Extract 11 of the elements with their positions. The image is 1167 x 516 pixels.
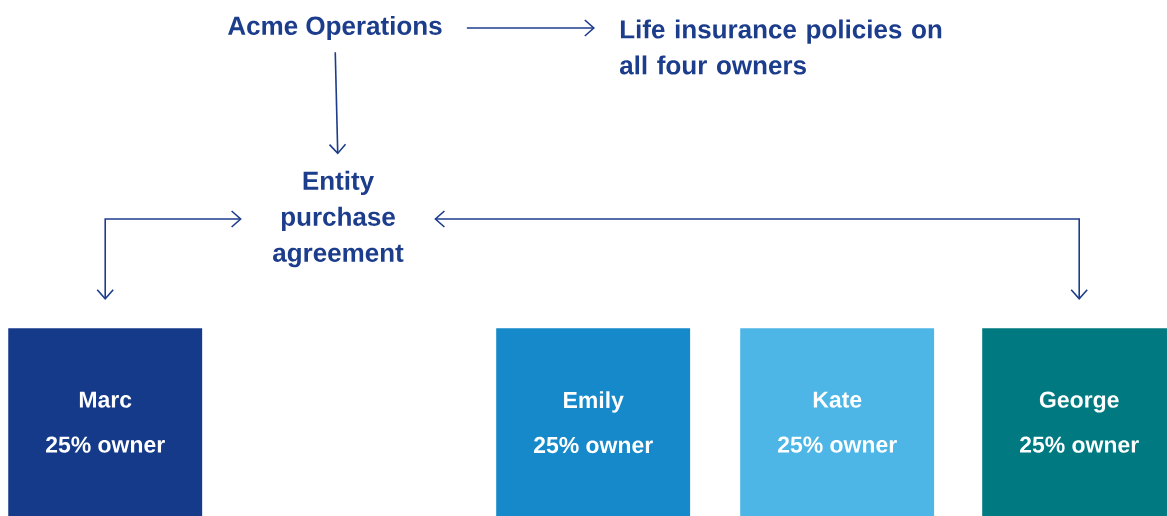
label-text: Entity purchase agreement <box>273 170 404 268</box>
owner-box: Kate 25% owner <box>740 328 935 516</box>
arrow <box>96 210 242 300</box>
label-text: Life insurance policies on all four owners <box>620 19 942 75</box>
arrow <box>466 19 595 37</box>
owner-box: George 25% owner <box>982 328 1167 516</box>
arrow <box>434 210 1088 300</box>
owner-box: Emily 25% owner <box>496 328 691 516</box>
owner-box: Marc 25% owner <box>8 328 203 516</box>
arrow <box>328 51 347 155</box>
label-text: Acme Operations <box>228 15 442 41</box>
